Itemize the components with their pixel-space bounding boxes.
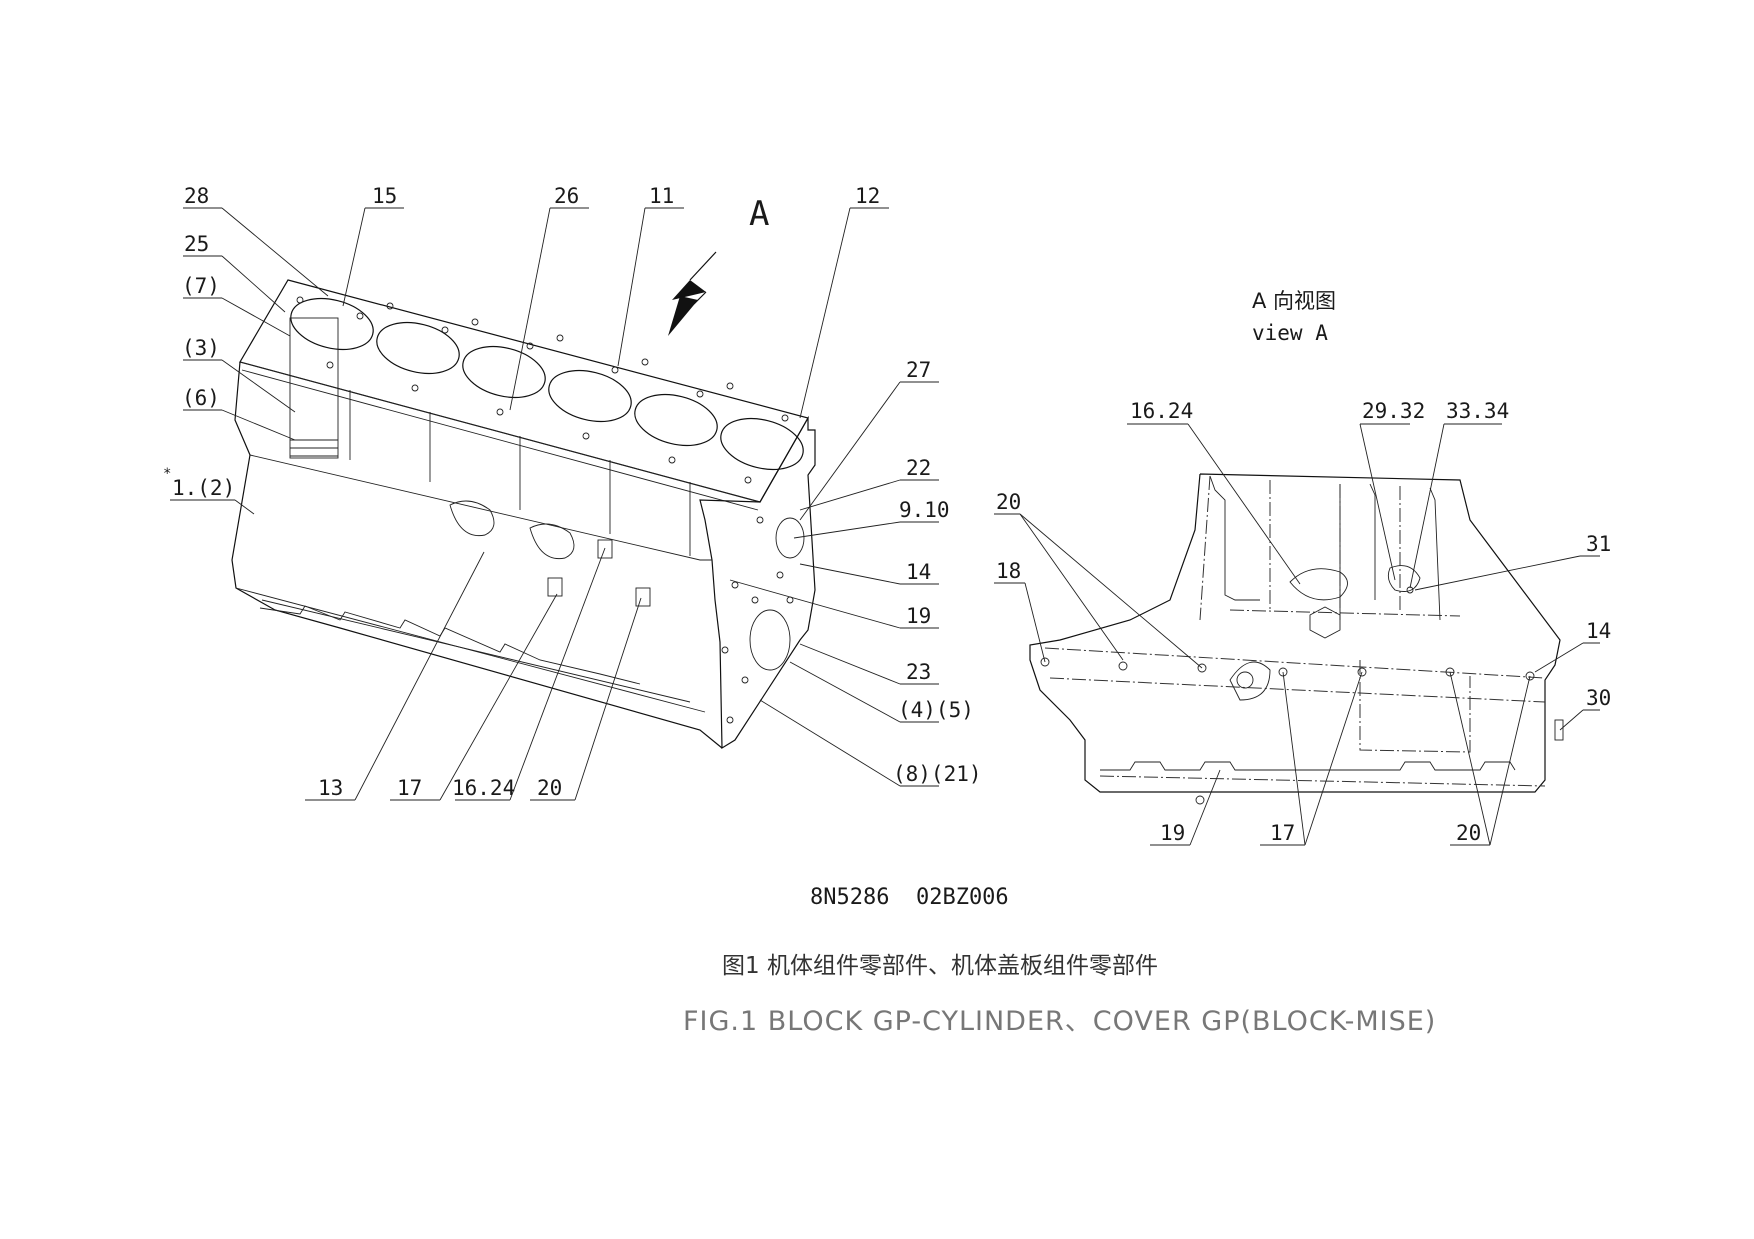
- view-a-title-en: view A: [1252, 321, 1328, 345]
- callout-17: 17: [397, 776, 422, 800]
- callout-8-21: (8)(21): [893, 762, 982, 786]
- callout-12: 12: [855, 184, 880, 208]
- callout-1-2: 1.(2): [172, 476, 235, 500]
- figure-caption-cn: 图1 机体组件零部件、机体盖板组件零部件: [722, 953, 1158, 979]
- view-a-leader-lines: [994, 423, 1600, 846]
- va-callout-17: 17: [1270, 821, 1295, 845]
- va-callout-29-32: 29.32: [1362, 399, 1425, 423]
- callout-9-10: 9.10: [899, 498, 950, 522]
- va-callout-20-right: 20: [1456, 821, 1481, 845]
- va-callout-16-24: 16.24: [1130, 399, 1193, 423]
- callout-7: (7): [182, 274, 220, 298]
- va-callout-20-left: 20: [996, 490, 1021, 514]
- callout-23: 23: [906, 660, 931, 684]
- va-callout-18: 18: [996, 559, 1021, 583]
- cylinder-block-drawing: [231, 279, 816, 750]
- part-number: 8N5286 02BZ006: [810, 885, 1009, 910]
- callout-4-5: (4)(5): [898, 698, 974, 722]
- va-callout-30: 30: [1586, 686, 1611, 710]
- callout-16-24: 16.24: [452, 776, 515, 800]
- callout-22: 22: [906, 456, 931, 480]
- view-a-drawing: [1029, 473, 1564, 805]
- callout-15: 15: [372, 184, 397, 208]
- callout-11: 11: [649, 184, 674, 208]
- callout-3: (3): [182, 336, 220, 360]
- callout-19: 19: [906, 604, 931, 628]
- callout-28: 28: [184, 184, 209, 208]
- callout-6: (6): [182, 386, 220, 410]
- callout-13: 13: [318, 776, 343, 800]
- callout-26: 26: [554, 184, 579, 208]
- main-leader-lines: [170, 207, 939, 801]
- view-a-callouts: 16.24 29.32 33.34 20 18 31 14 30 19 17 2…: [996, 399, 1611, 845]
- va-callout-19: 19: [1160, 821, 1185, 845]
- callout-20: 20: [537, 776, 562, 800]
- callout-14: 14: [906, 560, 931, 584]
- figure-caption-en: FIG.1 BLOCK GP-CYLINDER、COVER GP(BLOCK-M…: [683, 1006, 1436, 1037]
- va-callout-31: 31: [1586, 532, 1611, 556]
- main-callouts: 28 15 26 11 12 25 (7) (3) (6) * 1.(2) 27…: [163, 184, 982, 800]
- va-callout-14: 14: [1586, 619, 1611, 643]
- callout-asterisk: *: [163, 466, 171, 482]
- view-a-arrow: A: [668, 194, 769, 336]
- callout-25: 25: [184, 232, 209, 256]
- va-callout-33-34: 33.34: [1446, 399, 1509, 423]
- view-marker-label: A: [749, 194, 769, 234]
- view-a-title-cn: A 向视图: [1252, 289, 1336, 313]
- callout-27: 27: [906, 358, 931, 382]
